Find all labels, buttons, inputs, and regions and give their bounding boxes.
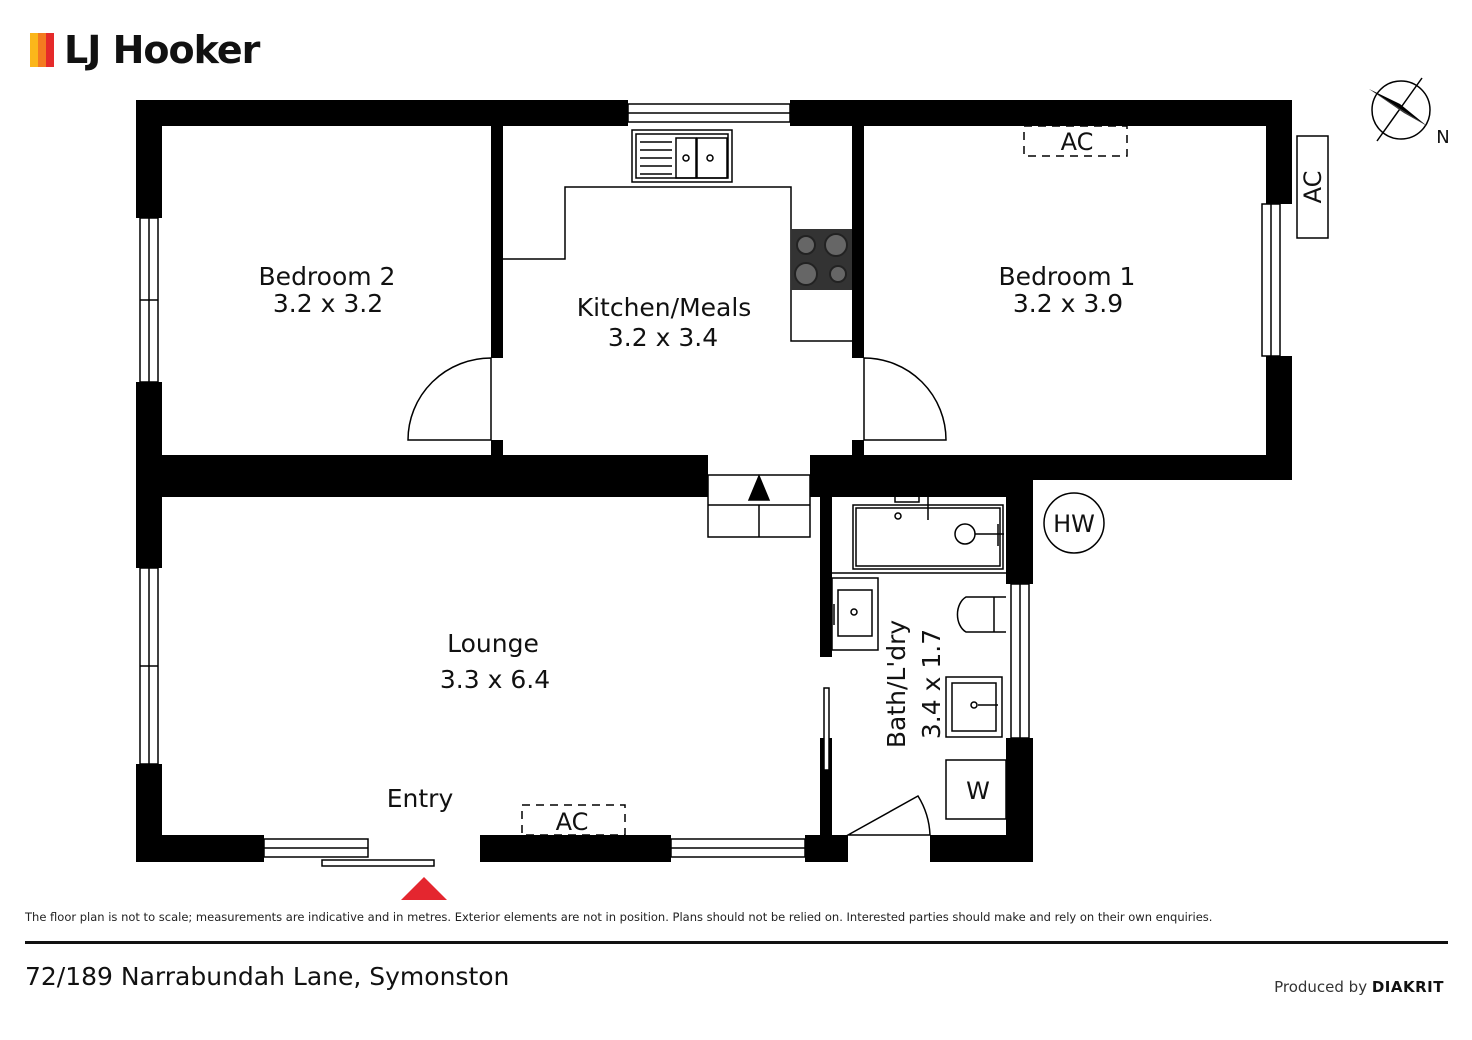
entry-name: Entry	[387, 784, 454, 813]
property-address: 72/189 Narrabundah Lane, Symonston	[25, 962, 510, 991]
lounge-size: 3.3 x 6.4	[440, 665, 550, 694]
logo-text: LJ Hooker	[64, 28, 260, 72]
floor-plan: Bedroom 2 3.2 x 3.2 Kitchen/Meals 3.2 x …	[136, 77, 1450, 900]
ac-label-lounge: AC	[556, 808, 589, 836]
logo-bars-icon	[30, 33, 54, 67]
lounge-name: Lounge	[447, 629, 539, 658]
bedroom1-name: Bedroom 1	[999, 262, 1136, 291]
bedroom1-size: 3.2 x 3.9	[1013, 289, 1123, 318]
disclaimer: The floor plan is not to scale; measurem…	[25, 910, 1213, 924]
entry-marker-icon	[401, 877, 447, 900]
bedroom2-name: Bedroom 2	[259, 262, 396, 291]
washer-label: W	[966, 777, 990, 805]
hot-water-label: HW	[1053, 510, 1095, 538]
hot-water-icon	[1043, 492, 1105, 554]
ac-label-outside: AC	[1299, 171, 1327, 204]
steps	[707, 474, 811, 538]
footer-divider	[25, 941, 1448, 944]
produced-prefix: Produced by	[1274, 978, 1368, 996]
cooktop-icon	[791, 229, 852, 290]
windows	[139, 103, 1281, 858]
kitchen-bench	[503, 129, 852, 342]
kitchen-name: Kitchen/Meals	[577, 293, 752, 322]
ac-label-bedroom1: AC	[1061, 128, 1094, 156]
ac-units	[521, 125, 1329, 836]
bath-name: Bath/L'dry	[882, 620, 911, 748]
produced-brand: DIAKRIT	[1371, 978, 1444, 996]
compass-icon	[1369, 77, 1431, 142]
north-label: N	[1436, 127, 1449, 148]
kitchen-size: 3.2 x 3.4	[608, 323, 718, 352]
bedroom2-size: 3.2 x 3.2	[273, 289, 383, 318]
produced-by: Produced by DIAKRIT	[1274, 978, 1444, 996]
bath-size: 3.4 x 1.7	[917, 629, 946, 739]
bath-fixtures	[831, 495, 1007, 820]
lj-hooker-logo: LJ Hooker	[30, 28, 260, 72]
doors	[321, 357, 947, 867]
